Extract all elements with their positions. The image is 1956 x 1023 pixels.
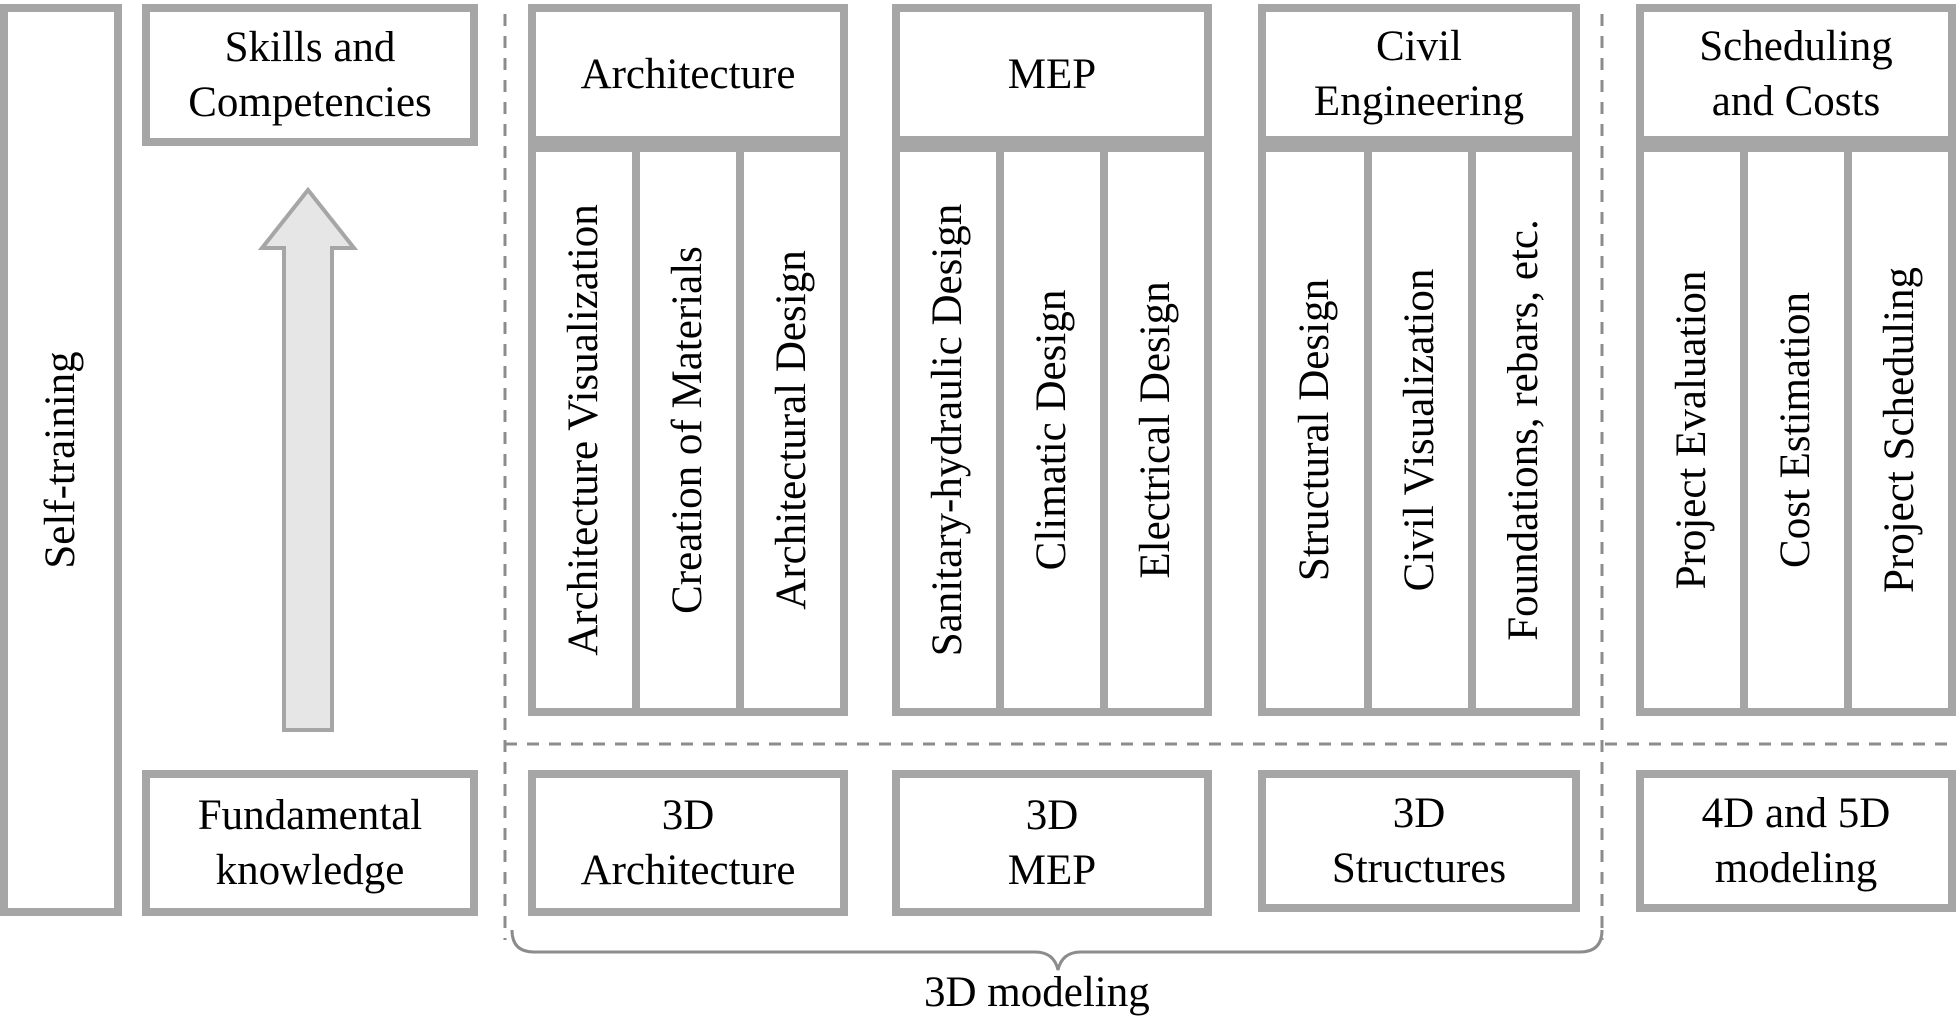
- architecture-item: Creation of Materials: [632, 144, 744, 716]
- skills-label: Skills and Competencies: [188, 24, 432, 126]
- mep-base-label: 3D MEP: [1007, 792, 1097, 894]
- scheduling-item-label: Project Scheduling: [1876, 266, 1923, 594]
- mep-item-label: Sanitary-hydraulic Design: [924, 203, 971, 657]
- scheduling-item: Cost Estimation: [1740, 144, 1852, 716]
- civil-item-label: Foundations, rebars, etc.: [1500, 219, 1547, 641]
- scheduling-header: Scheduling and Costs: [1636, 4, 1956, 144]
- architecture-item: Architecture Visualization: [528, 144, 640, 716]
- self-training-label: Self-training: [37, 351, 84, 569]
- architecture-header-label: Architecture: [580, 50, 796, 98]
- civil-header-label: Civil Engineering: [1313, 23, 1525, 125]
- modeling-brace: [510, 929, 1604, 971]
- mep-item: Electrical Design: [1100, 144, 1212, 716]
- civil-item-label: Structural Design: [1291, 278, 1338, 582]
- architecture-item-label: Architectural Design: [768, 250, 815, 610]
- civil-base: 3D Structures: [1258, 770, 1580, 912]
- scheduling-item: Project Evaluation: [1636, 144, 1748, 716]
- civil-base-label: 3D Structures: [1331, 790, 1507, 892]
- architecture-base: 3D Architecture: [528, 770, 848, 916]
- mep-item-label: Climatic Design: [1028, 289, 1075, 571]
- fundamental-label: Fundamental knowledge: [197, 792, 423, 894]
- mep-header-label: MEP: [1007, 50, 1097, 98]
- civil-item: Civil Visualization: [1364, 144, 1476, 716]
- mep-item-label: Electrical Design: [1132, 281, 1179, 579]
- scheduling-item: Project Scheduling: [1844, 144, 1956, 716]
- architecture-item-label: Architecture Visualization: [560, 204, 607, 656]
- civil-item: Foundations, rebars, etc.: [1468, 144, 1580, 716]
- modeling-caption: 3D modeling: [924, 969, 1150, 1016]
- mep-header: MEP: [892, 4, 1212, 144]
- scheduling-item-label: Project Evaluation: [1668, 270, 1715, 590]
- architecture-item: Architectural Design: [736, 144, 848, 716]
- up-arrow-icon: [257, 186, 359, 732]
- architecture-base-label: 3D Architecture: [580, 792, 796, 894]
- mep-item: Climatic Design: [996, 144, 1108, 716]
- civil-item: Structural Design: [1258, 144, 1372, 716]
- mep-item: Sanitary-hydraulic Design: [892, 144, 1004, 716]
- scheduling-header-label: Scheduling and Costs: [1699, 23, 1893, 125]
- mep-base: 3D MEP: [892, 770, 1212, 916]
- scheduling-item-label: Cost Estimation: [1772, 292, 1819, 568]
- civil-header: Civil Engineering: [1258, 4, 1580, 144]
- architecture-header: Architecture: [528, 4, 848, 144]
- skills-box: Skills and Competencies: [142, 4, 478, 146]
- fundamental-box: Fundamental knowledge: [142, 770, 478, 916]
- self-training-box: Self-training: [0, 4, 122, 916]
- scheduling-base-label: 4D and 5D modeling: [1701, 790, 1891, 892]
- scheduling-base: 4D and 5D modeling: [1636, 770, 1956, 912]
- architecture-item-label: Creation of Materials: [664, 246, 711, 614]
- civil-item-label: Civil Visualization: [1396, 268, 1443, 592]
